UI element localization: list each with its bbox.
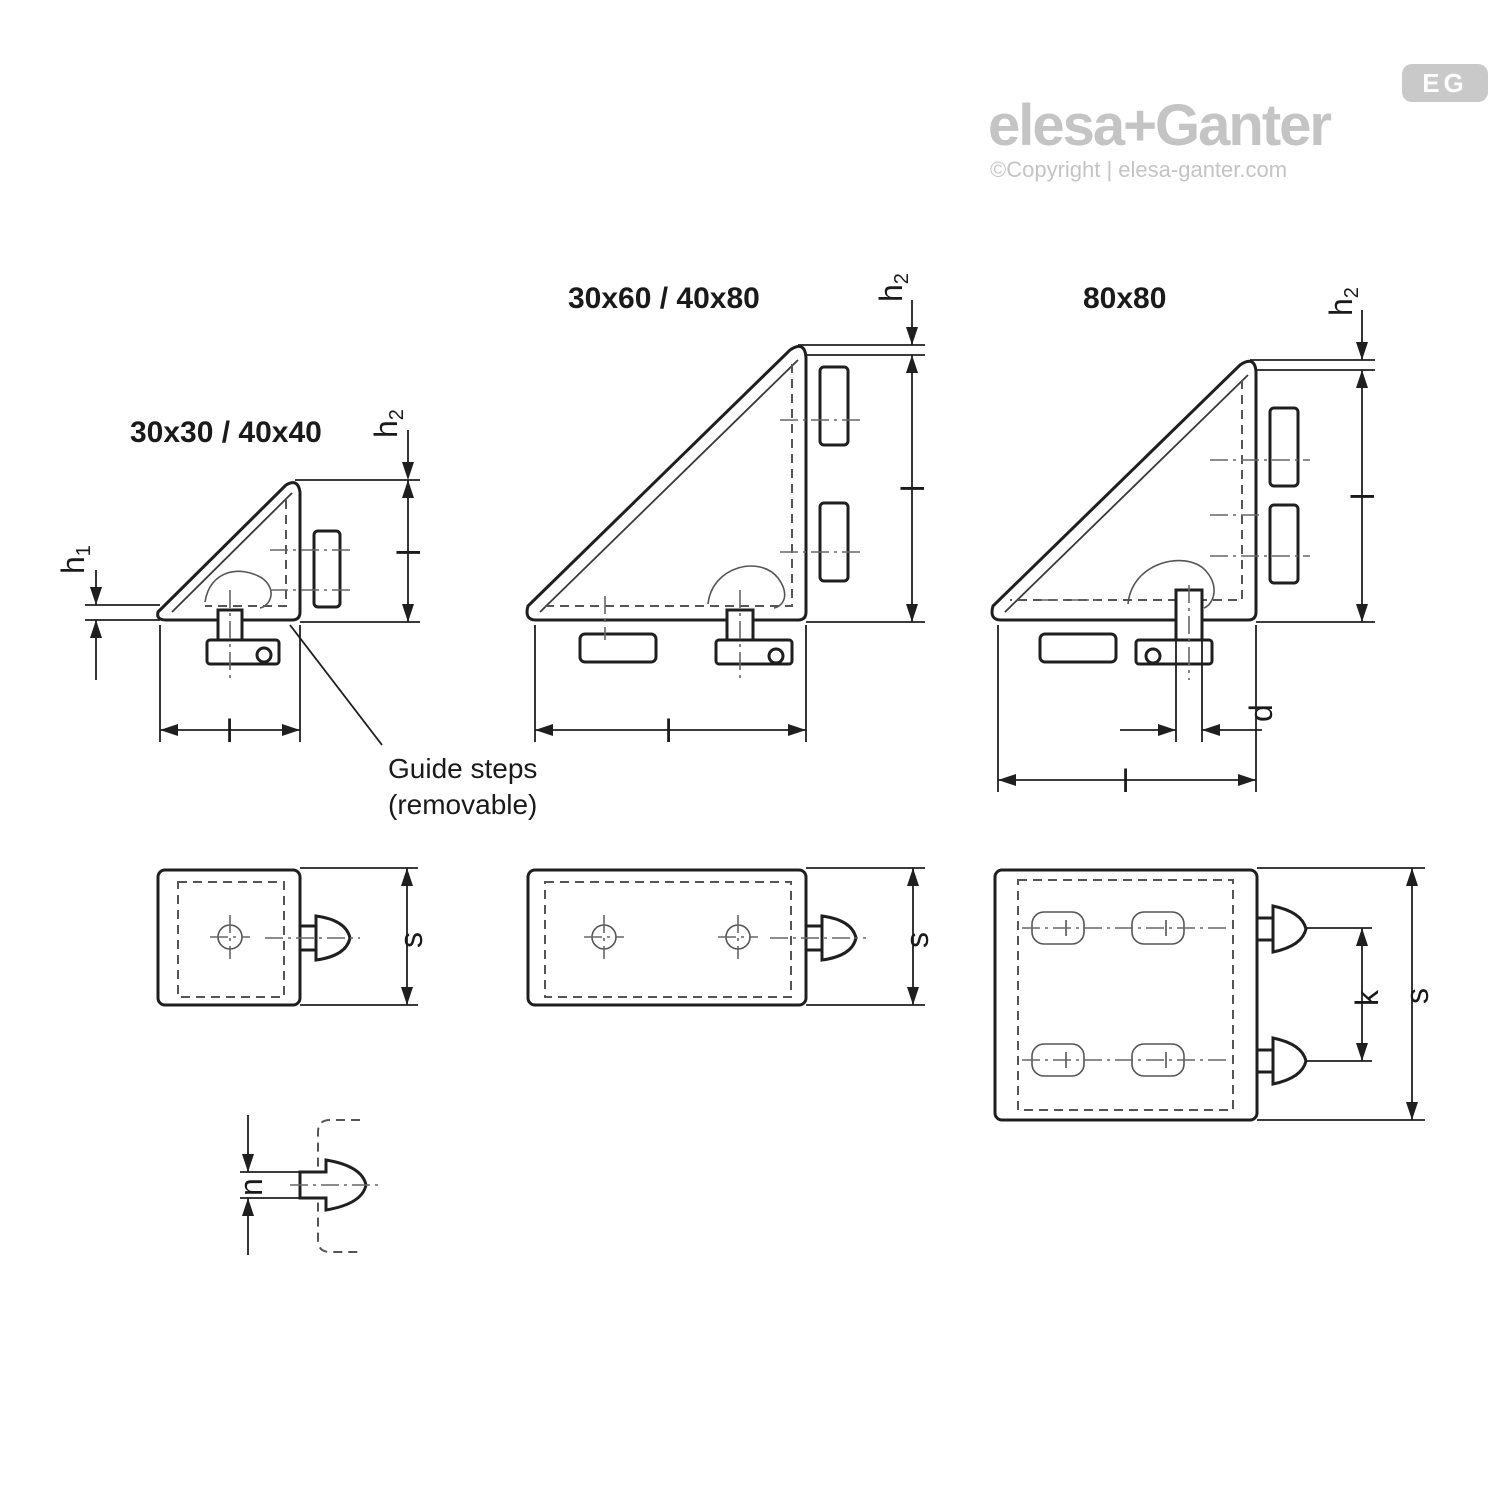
medium-bracket-foot-left: [578, 632, 658, 664]
large-dim-s: s: [1399, 988, 1435, 1004]
medium-bracket-title: 30x60 / 40x80: [568, 282, 760, 315]
large-dim-l-bottom: l: [1122, 763, 1129, 799]
small-dim-l-bottom: l: [226, 713, 233, 749]
large-bracket-side-view: 80x80 d l l: [990, 282, 1381, 799]
large-dim-h2: h2: [1323, 287, 1363, 316]
large-bracket-foot-left: [1038, 632, 1118, 664]
medium-bracket-body: [525, 344, 808, 622]
small-bracket-body: [156, 481, 302, 622]
detail-dim-n: n: [233, 1178, 269, 1196]
guide-steps-label: Guide steps: [388, 753, 537, 784]
large-bracket-title: 80x80: [1083, 282, 1166, 315]
medium-bracket-side-screw-top: [818, 365, 850, 447]
large-dim-d: d: [1243, 704, 1279, 722]
large-bracket-side-screw-top: [1268, 406, 1300, 488]
small-bracket-side-view: 30x30 / 40x40 l l h2: [55, 409, 427, 749]
small-bracket-pocket: [204, 570, 272, 609]
small-bracket-title: 30x30 / 40x40: [130, 416, 322, 449]
guide-steps-label-sub: (removable): [388, 789, 537, 820]
large-bracket-body: [990, 359, 1258, 622]
large-dim-k: k: [1349, 989, 1385, 1006]
small-dim-l-right: l: [391, 549, 427, 556]
small-bracket-chamfer: [171, 492, 293, 613]
small-bracket-side-screw: [312, 529, 342, 609]
large-dim-l-right: l: [1345, 493, 1381, 500]
large-bracket-side-screw-bottom: [1268, 503, 1300, 585]
medium-bracket-side-view: 30x60 / 40x80 l l h2: [525, 273, 931, 749]
medium-dim-l-bottom: l: [665, 713, 672, 749]
large-bracket-top-view: k s: [993, 867, 1435, 1122]
medium-dim-h2: h2: [873, 273, 913, 302]
medium-bracket-top-view: s: [526, 867, 935, 1007]
small-bracket-hidden-edge: [205, 500, 287, 607]
small-dim-h1: h1: [55, 545, 95, 574]
small-bracket-top-view: s: [156, 867, 429, 1007]
small-dim-h2: h2: [368, 409, 408, 438]
medium-bracket-side-screw-bottom: [818, 501, 850, 583]
brand-badge: EG: [1402, 64, 1488, 102]
guide-step-detail: n: [233, 1115, 378, 1255]
brand-copyright: ©Copyright | elesa-ganter.com: [990, 157, 1288, 182]
medium-dim-s: s: [899, 932, 935, 948]
medium-dim-l-right: l: [895, 485, 931, 492]
small-dim-s: s: [393, 932, 429, 948]
small-bracket-ball: [255, 646, 273, 664]
brand-logo: elesa+Ganter: [988, 93, 1332, 158]
